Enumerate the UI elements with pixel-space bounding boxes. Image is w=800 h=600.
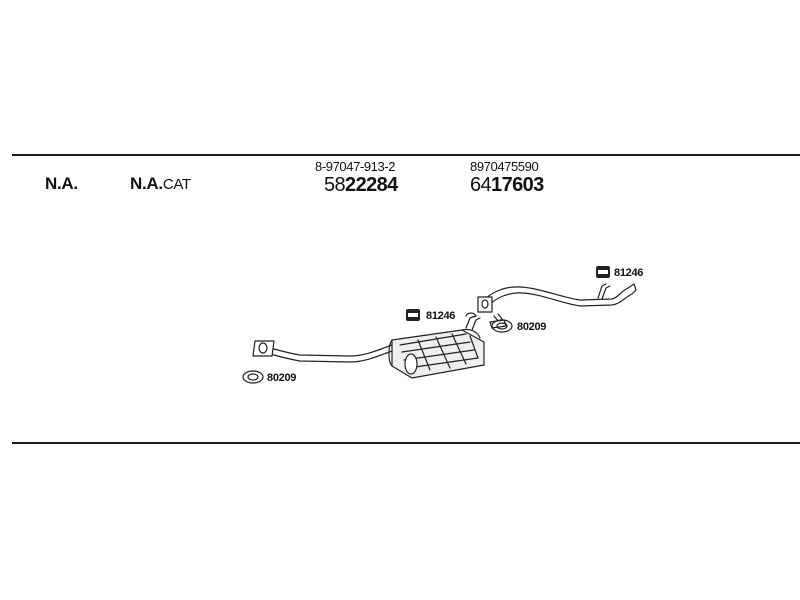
part-code-muffler-main: 22284 — [345, 174, 398, 196]
top-divider — [12, 154, 800, 156]
tailpipe — [477, 283, 637, 313]
clamp-icon-rear — [596, 266, 610, 278]
part-code-tailpipe-prefix: 64 — [470, 174, 492, 196]
part-code-tailpipe: 6417603 — [470, 174, 544, 197]
bottom-divider — [12, 442, 800, 444]
variant-label-na: N.A. — [45, 174, 78, 193]
callout-clamp-rear: 81246 — [614, 267, 644, 279]
oem-number-muffler: 8-97047-913-2 — [315, 159, 396, 174]
gasket-icon-front — [242, 370, 264, 384]
clamp-icon-mid — [406, 309, 420, 321]
part-code-muffler: 5822284 — [324, 174, 398, 197]
muffler-outlet-stub — [465, 312, 481, 331]
gasket-icon-mid — [491, 319, 513, 333]
part-code-tailpipe-main: 17603 — [491, 174, 544, 196]
variant-label-nacat: N.A.CAT — [130, 174, 191, 194]
variant-label-nacat-main: N.A. — [130, 174, 163, 193]
variant-label-nacat-suffix: CAT — [162, 176, 191, 193]
rear-muffler — [388, 328, 485, 379]
part-code-muffler-prefix: 58 — [324, 174, 346, 196]
callout-clamp-mid: 81246 — [426, 310, 456, 322]
callout-gasket-mid: 80209 — [517, 321, 547, 333]
oem-number-tailpipe: 8970475590 — [470, 159, 539, 174]
front-pipe — [252, 340, 393, 363]
callout-gasket-front: 80209 — [267, 372, 297, 384]
